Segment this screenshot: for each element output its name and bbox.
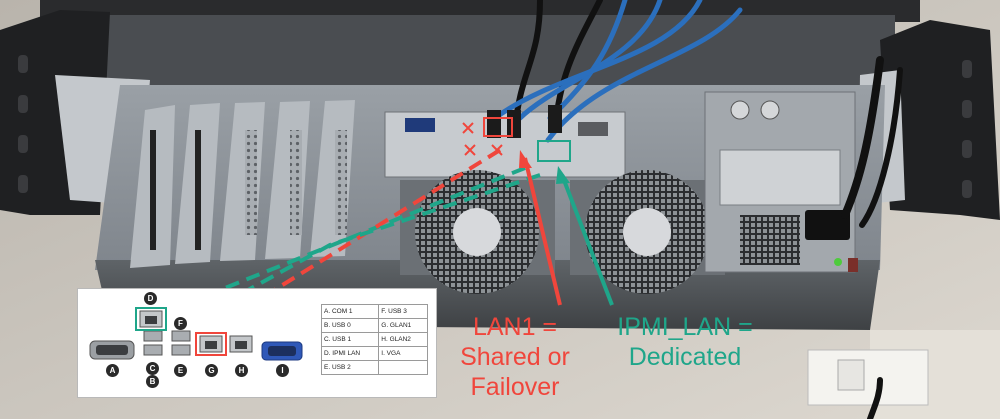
usb-3-port-icon bbox=[171, 330, 191, 342]
lan1-port-highlight bbox=[483, 117, 513, 137]
usb-0-port-icon bbox=[143, 344, 163, 356]
io-panel-ports bbox=[89, 307, 303, 361]
network-cables bbox=[492, 0, 903, 419]
legend-cell: F. USB 3 bbox=[378, 304, 428, 319]
lan1-pointer bbox=[523, 157, 562, 306]
ipmi-line2: Dedicated bbox=[628, 343, 742, 371]
ipmi-annotation: IPMI_LAN = Dedicated bbox=[600, 312, 770, 372]
legend-cell: I. VGA bbox=[378, 346, 428, 361]
legend-row: E. USB 2 bbox=[320, 360, 428, 375]
lan1-line2: Shared or bbox=[460, 343, 570, 371]
power-supply bbox=[704, 91, 858, 273]
legend-row: B. USB 0 G. GLAN1 bbox=[320, 318, 428, 333]
port-legend-table: A. COM 1 F. USB 3 B. USB 0 G. GLAN1 C. U… bbox=[320, 304, 428, 375]
legend-cell: H. GLAN2 bbox=[378, 332, 428, 347]
lan1-pointer-head bbox=[519, 150, 532, 168]
legend-row: C. USB 1 H. GLAN2 bbox=[320, 332, 428, 347]
port-letter-f: F bbox=[174, 317, 187, 330]
legend-cell: A. COM 1 bbox=[320, 304, 380, 319]
legend-cell: E. USB 2 bbox=[320, 360, 380, 375]
io-panel-diagram: A B C D E F G H I A. COM 1 F. USB 3 B. U… bbox=[77, 288, 437, 398]
ipmi-dashed-arrow-1 bbox=[194, 166, 526, 302]
lan1-annotation: LAN1 = Shared or Failover bbox=[440, 312, 590, 402]
ipmi-pointer-head bbox=[556, 166, 570, 184]
lan1-line3: Failover bbox=[470, 373, 560, 401]
wall-outlet-socket bbox=[837, 359, 865, 391]
lan1-dashed-arrow bbox=[208, 148, 502, 332]
legend-cell: G. GLAN1 bbox=[378, 318, 428, 333]
expansion-slots bbox=[130, 100, 355, 268]
lan1-line1: LAN1 = bbox=[472, 313, 558, 341]
ipmi-pointer bbox=[560, 174, 614, 306]
wall-outlet-plate bbox=[807, 349, 929, 406]
port-letter-i: I bbox=[276, 364, 289, 377]
glan1-highlight bbox=[195, 332, 227, 356]
ipmi-port-highlight bbox=[537, 140, 571, 162]
legend-cell: B. USB 0 bbox=[320, 318, 380, 333]
ipmi-line1: IPMI_LAN = bbox=[617, 313, 753, 341]
ipmi-dashed-arrow-2 bbox=[247, 173, 541, 292]
usb-1-port-icon bbox=[143, 330, 163, 342]
legend-cell: C. USB 1 bbox=[320, 332, 380, 347]
port-letter-d: D bbox=[144, 292, 157, 305]
chassis-top-shadow bbox=[95, 15, 895, 85]
port-letter-e: E bbox=[174, 364, 187, 377]
port-letter-g: G bbox=[205, 364, 218, 377]
legend-cell bbox=[378, 360, 428, 375]
port-letter-c: C bbox=[146, 362, 159, 375]
legend-row: D. IPMI LAN I. VGA bbox=[320, 346, 428, 361]
legend-row: A. COM 1 F. USB 3 bbox=[320, 304, 428, 319]
usb-2-port-icon bbox=[171, 344, 191, 356]
vga-port-photo bbox=[405, 118, 435, 132]
fan-left bbox=[400, 170, 555, 294]
port-letter-h: H bbox=[235, 364, 248, 377]
legend-cell: D. IPMI LAN bbox=[320, 346, 380, 361]
com-port-photo bbox=[578, 122, 608, 136]
port-letter-b: B bbox=[146, 375, 159, 388]
ipmi-lan-highlight bbox=[135, 307, 167, 331]
port-letter-a: A bbox=[106, 364, 119, 377]
